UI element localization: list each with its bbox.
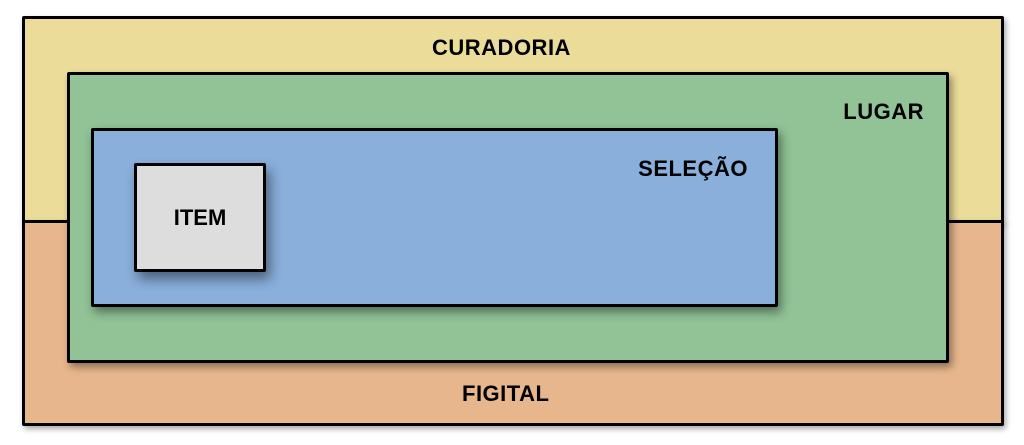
curadoria-label: CURADORIA <box>432 35 571 60</box>
lugar-label: LUGAR <box>843 99 924 124</box>
item-box: ITEM <box>134 163 266 272</box>
selecao-label: SELEÇÃO <box>638 156 748 181</box>
figital-label: FIGITAL <box>462 381 550 406</box>
item-label: ITEM <box>173 204 227 230</box>
